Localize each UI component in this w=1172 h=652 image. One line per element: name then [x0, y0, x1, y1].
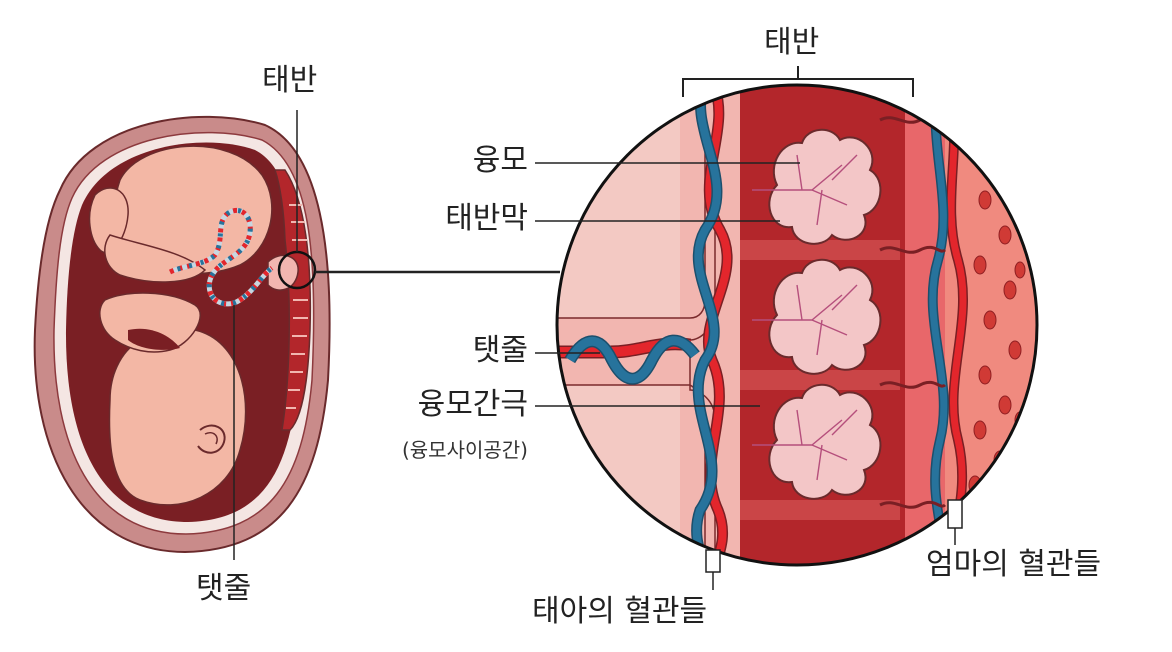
vessel-tags: [705, 499, 963, 590]
label-umbilical-cord-left: 탯줄: [196, 571, 252, 606]
label-umbilical-cord: 탯줄: [472, 333, 528, 368]
right-leader-lines: [535, 162, 800, 407]
label-intervillous-space-note: (융모사이공간): [401, 438, 528, 462]
label-placenta-top: 태반: [764, 25, 820, 60]
magnified-placenta: [555, 83, 1039, 567]
villus-trees: [752, 128, 882, 500]
umbilical-cord-coil: [168, 207, 274, 307]
left-leader-lines: [233, 110, 560, 560]
fetus: [88, 145, 273, 506]
label-fetal-vessels: 태아의 혈관들: [532, 594, 708, 629]
label-villus: 융모: [472, 143, 528, 178]
label-maternal-vessels: 엄마의 혈관들: [926, 547, 1102, 582]
placenta-bracket: [682, 66, 914, 97]
label-placenta-left: 태반: [262, 63, 318, 98]
placenta-in-uterus: [267, 169, 317, 431]
label-intervillous-space: 융모간극: [417, 387, 528, 422]
label-placental-membrane: 태반막: [445, 201, 528, 236]
